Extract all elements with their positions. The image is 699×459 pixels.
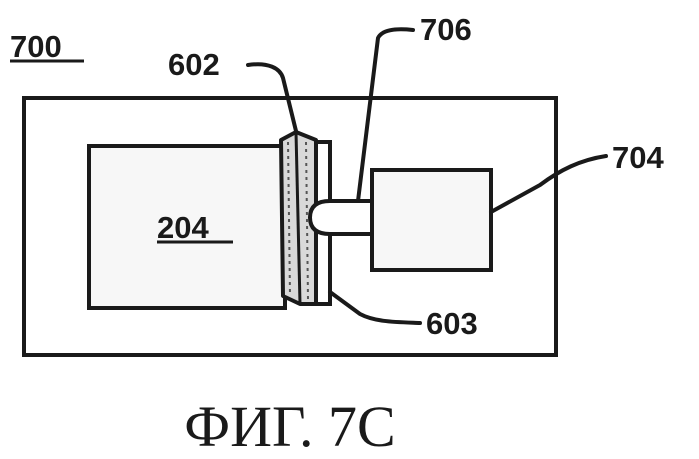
label-602: 602 <box>168 47 220 82</box>
label-704: 704 <box>612 140 664 175</box>
connector-706 <box>310 201 372 234</box>
element-704-box <box>372 170 491 270</box>
label-706: 706 <box>420 12 472 47</box>
label-700: 700 <box>10 29 62 64</box>
figure-caption: ФИГ. 7С <box>184 394 395 459</box>
label-204: 204 <box>157 210 209 245</box>
label-603: 603 <box>426 306 478 341</box>
